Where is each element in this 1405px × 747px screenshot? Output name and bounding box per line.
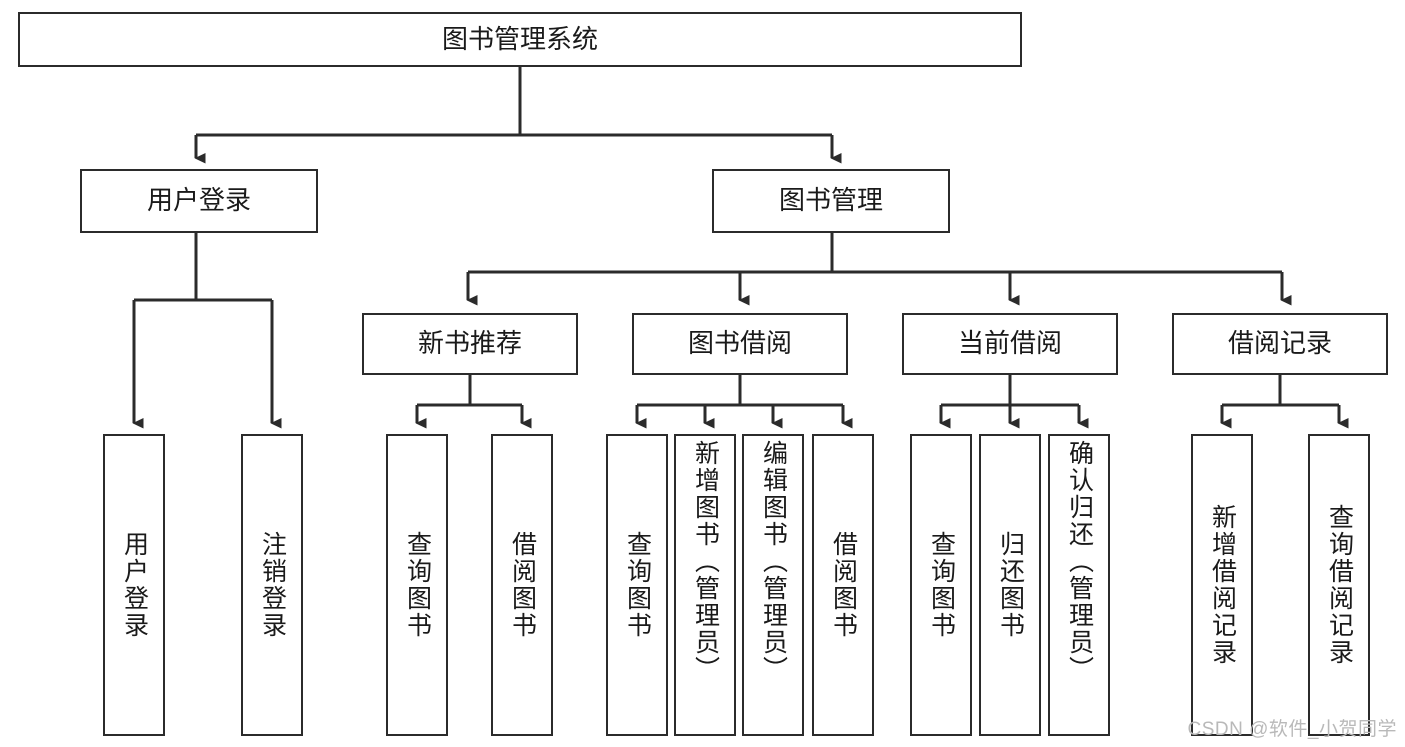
watermark-text: CSDN @软件_小贺同学 — [1187, 719, 1397, 740]
node-new-book-recommend[interactable]: 新书推荐 — [362, 313, 578, 375]
node-book-manage-label: 图书管理 — [778, 185, 883, 216]
node-book-borrow-label: 图书借阅 — [687, 328, 792, 359]
node-leaf-user-login[interactable]: 用户登录 — [103, 434, 165, 736]
node-leaf-confirm-return[interactable]: 确认归还（管理员） — [1048, 434, 1110, 736]
node-book-borrow[interactable]: 图书借阅 — [632, 313, 848, 375]
node-leaf-borrow-book-2[interactable]: 借阅图书 — [812, 434, 874, 736]
node-leaf-query-book-3[interactable]: 查询图书 — [910, 434, 972, 736]
node-leaf-query-book-2-label: 查询图书 — [623, 531, 652, 639]
node-leaf-borrow-book-1-label: 借阅图书 — [508, 531, 537, 639]
node-borrow-record[interactable]: 借阅记录 — [1172, 313, 1388, 375]
node-leaf-query-record-label: 查询借阅记录 — [1325, 504, 1354, 666]
node-leaf-confirm-return-label: 确认归还（管理员） — [1065, 440, 1094, 683]
node-current-borrow[interactable]: 当前借阅 — [902, 313, 1118, 375]
node-new-book-recommend-label: 新书推荐 — [417, 328, 522, 359]
node-book-manage[interactable]: 图书管理 — [712, 169, 950, 233]
node-leaf-edit-book[interactable]: 编辑图书（管理员） — [742, 434, 804, 736]
node-current-borrow-label: 当前借阅 — [957, 328, 1062, 359]
node-leaf-borrow-book-2-label: 借阅图书 — [829, 531, 858, 639]
node-leaf-edit-book-label: 编辑图书（管理员） — [759, 440, 788, 683]
node-leaf-add-book[interactable]: 新增图书（管理员） — [674, 434, 736, 736]
node-leaf-return-book[interactable]: 归还图书 — [979, 434, 1041, 736]
node-leaf-query-book-3-label: 查询图书 — [927, 531, 956, 639]
node-leaf-add-record-label: 新增借阅记录 — [1208, 504, 1237, 666]
node-leaf-borrow-book-1[interactable]: 借阅图书 — [491, 434, 553, 736]
node-leaf-query-record[interactable]: 查询借阅记录 — [1308, 434, 1370, 736]
node-leaf-query-book-2[interactable]: 查询图书 — [606, 434, 668, 736]
node-leaf-add-record[interactable]: 新增借阅记录 — [1191, 434, 1253, 736]
node-leaf-query-book-1-label: 查询图书 — [403, 531, 432, 639]
node-leaf-add-book-label: 新增图书（管理员） — [691, 440, 720, 683]
node-leaf-logout-label: 注销登录 — [258, 531, 287, 639]
node-root[interactable]: 图书管理系统 — [18, 12, 1022, 67]
node-leaf-user-login-label: 用户登录 — [120, 531, 149, 639]
node-borrow-record-label: 借阅记录 — [1227, 328, 1332, 359]
node-leaf-logout[interactable]: 注销登录 — [241, 434, 303, 736]
node-user-login[interactable]: 用户登录 — [80, 169, 318, 233]
node-leaf-return-book-label: 归还图书 — [996, 531, 1025, 639]
node-leaf-query-book-1[interactable]: 查询图书 — [386, 434, 448, 736]
node-user-login-label: 用户登录 — [146, 185, 251, 216]
node-root-label: 图书管理系统 — [441, 23, 598, 54]
